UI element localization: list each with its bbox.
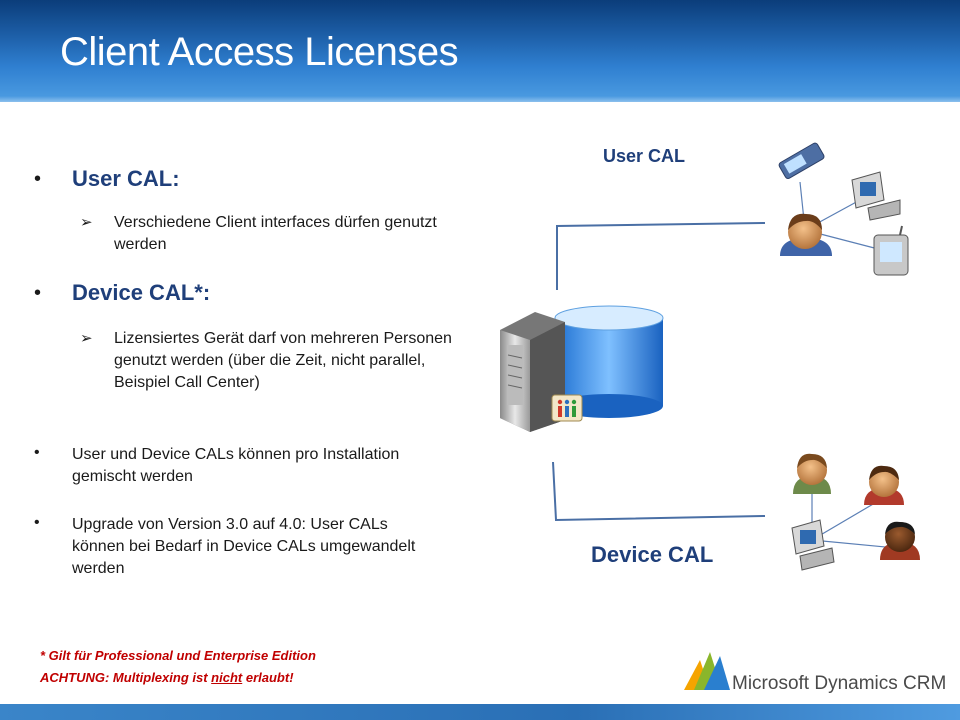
upgrade-text: Upgrade von Version 3.0 auf 4.0: User CA… [72,516,416,577]
user-avatar-icon [780,213,832,256]
mixed-text: User und Device CALs können pro Installa… [72,446,400,485]
bullet-mixed: • User und Device CALs können pro Instal… [34,444,434,488]
handheld-device-icon [873,225,909,276]
arrow-bullet-icon: ➢ [80,330,93,347]
crm-badge-icon [551,394,583,422]
dynamics-logo-icon [684,652,730,690]
user-cal-heading: User CAL: [72,166,180,191]
warning-suffix: erlaubt! [242,670,294,685]
desktop-computer-icon [791,519,835,571]
device-cal-heading: Device CAL*: [72,280,211,305]
dynamics-logo-text: Microsoft Dynamics CRM [732,673,947,694]
device-cal-desc: Lizensiertes Gerät darf von mehreren Per… [114,330,452,391]
footer-bar [0,704,960,720]
bullet-dot: • [34,444,40,461]
desktop-computer-icon [851,171,901,221]
user-cal-connector [556,222,766,290]
arrow-bullet-icon: ➢ [80,214,93,231]
warning-emphasis: nicht [211,670,243,685]
bullet-dot: • [34,168,42,190]
bullet-upgrade: • Upgrade von Version 3.0 auf 4.0: User … [34,514,434,580]
title-banner [0,0,960,102]
person-icon [880,521,920,560]
sub-bullet-device-cal: ➢ Lizensiertes Gerät darf von mehreren P… [80,328,484,394]
person-icon [793,453,831,494]
sub-bullet-user-cal: ➢ Verschiedene Client interfaces dürfen … [80,212,484,256]
warning-prefix: ACHTUNG: Multiplexing ist [40,670,212,685]
bullet-dot: • [34,514,40,531]
smartphone-icon [778,142,825,179]
user-cal-desc: Verschiedene Client interfaces dürfen ge… [114,214,437,253]
edition-note: * Gilt für Professional und Enterprise E… [40,648,316,663]
multiplexing-warning: ACHTUNG: Multiplexing ist nicht erlaubt! [40,670,294,685]
device-cal-connector [552,461,766,522]
person-icon [864,465,904,505]
device-cal-label: Device CAL [591,542,714,567]
user-cal-label: User CAL [603,146,686,166]
slide-title: Client Access Licenses [60,30,459,74]
database-icon [554,305,664,418]
bullet-dot: • [34,282,42,304]
